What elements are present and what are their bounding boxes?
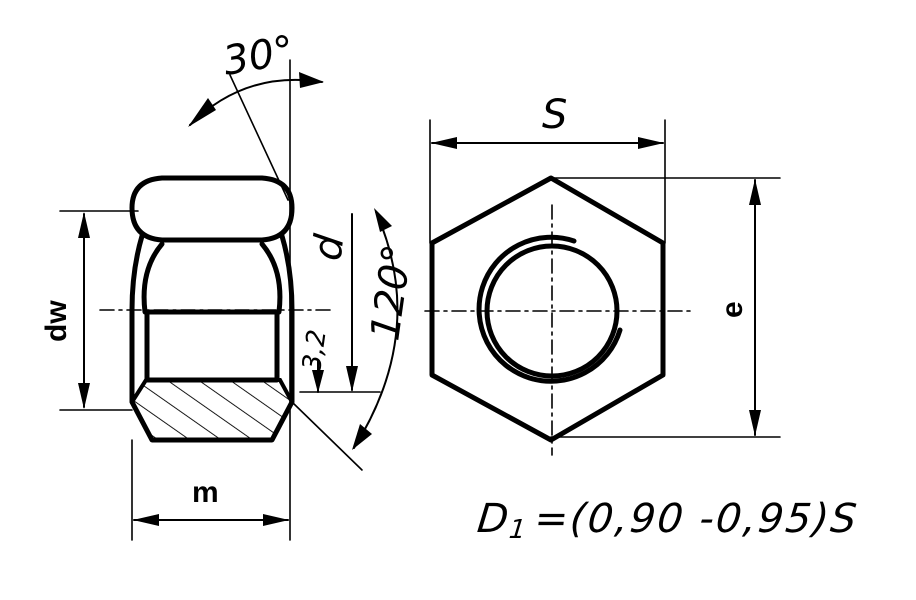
nut-bore <box>144 309 280 383</box>
arrow-m-right <box>263 514 289 526</box>
arrow-30-right <box>299 72 324 88</box>
label-120deg: 120° <box>362 242 421 344</box>
nut-inner-profile-left <box>141 241 165 315</box>
label-e: e <box>716 301 749 318</box>
arrow-s-left <box>431 137 457 149</box>
label-dw: dw <box>40 300 73 342</box>
formula-lhs: D <box>475 496 513 542</box>
label-chamfer: 3,2 <box>297 328 332 373</box>
nut-dome-top <box>129 175 295 243</box>
formula-text: D1=(0,90 -0,95)S <box>475 496 861 545</box>
arrow-dw-bottom <box>78 383 90 409</box>
side-view: 30° 120° d 3,2 dw m <box>40 27 421 541</box>
arc-120deg <box>353 211 399 449</box>
thread-outer-circle <box>476 234 623 384</box>
nut-hatched-section <box>129 378 295 442</box>
label-s: S <box>542 92 567 138</box>
arrow-e-bottom <box>749 410 761 436</box>
formula-subscript: 1 <box>508 515 530 545</box>
label-d: d <box>304 231 353 263</box>
nut-inner-profile-right <box>259 241 283 315</box>
formula: D1=(0,90 -0,95)S <box>475 496 861 545</box>
ext-line-chamfer <box>291 401 363 471</box>
label-m: m <box>192 476 219 509</box>
top-view: S e <box>424 92 781 456</box>
arrow-d-bottom <box>346 366 358 392</box>
arrow-30-left <box>188 98 216 127</box>
label-30deg: 30° <box>220 27 298 85</box>
arrow-dw-top <box>78 212 90 238</box>
nut-hexagon <box>429 175 666 443</box>
arrow-e-top <box>749 179 761 205</box>
arrow-chamfer <box>312 370 324 393</box>
formula-rhs: =(0,90 -0,95)S <box>532 496 860 542</box>
arrow-m-left <box>133 514 159 526</box>
ext-line-30deg <box>229 74 289 201</box>
arrow-120-top <box>374 208 392 232</box>
arrow-120-bottom <box>352 424 372 450</box>
arrow-s-right <box>638 137 664 149</box>
